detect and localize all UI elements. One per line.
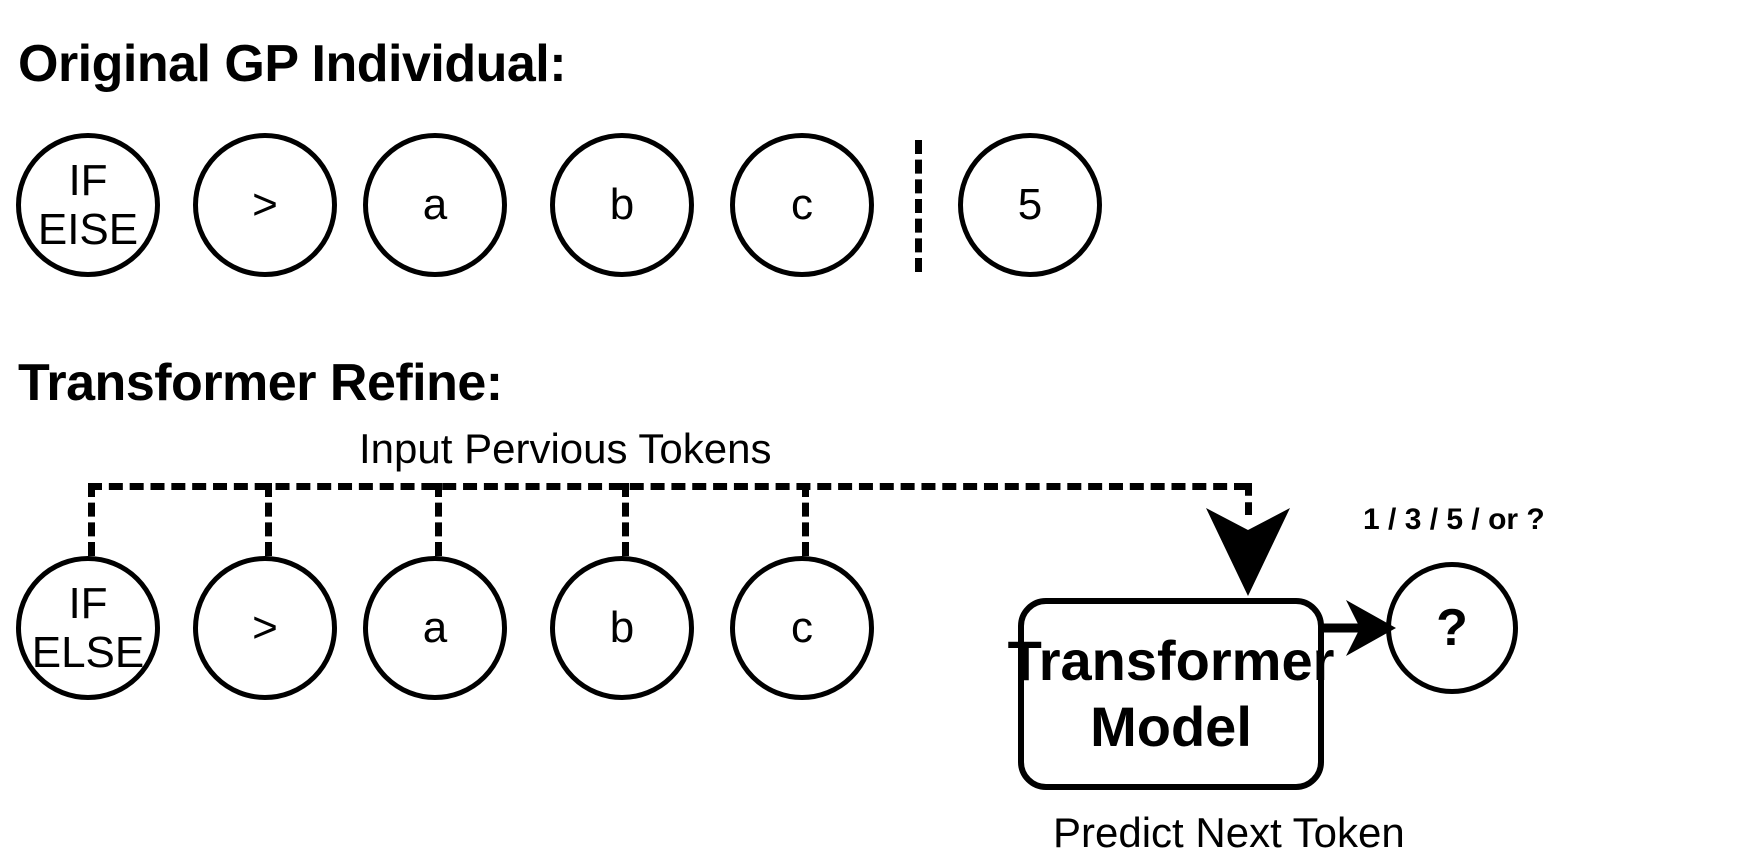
token-circle-refine-0-line2: ELSE (31, 628, 145, 677)
token-circle-original-2-label: a (422, 179, 448, 229)
token-circle-refine-1: > (193, 556, 337, 700)
dashed-divider-icon (915, 140, 922, 272)
token-circle-original-3-label: b (609, 179, 635, 229)
input-bus-down-line (1245, 483, 1252, 515)
token-circle-refine-0: IF ELSE (16, 556, 160, 700)
token-circle-refine-4: c (730, 556, 874, 700)
token-circle-original-1-label: > (252, 179, 278, 229)
token-circle-original-trailing-label: 5 (1017, 179, 1043, 229)
token-circle-refine-2: a (363, 556, 507, 700)
token-circle-original-0-label: IF EISE (38, 156, 138, 255)
output-options-label: 1 / 3 / 5 / or ? (1363, 503, 1545, 536)
transformer-model-box: Transformer Model (1008, 598, 1334, 790)
transformer-refine-heading: Transformer Refine: (18, 354, 503, 412)
token-circle-refine-4-label: c (791, 602, 813, 652)
token-circle-refine-2-label: a (422, 602, 448, 652)
token-circle-original-4-label: c (791, 179, 813, 229)
token-circle-refine-3-label: b (609, 602, 635, 652)
input-bus-horizontal-line (88, 483, 1248, 490)
token-circle-refine-3: b (550, 556, 694, 700)
input-drop-line-3 (622, 483, 629, 556)
token-circle-original-0: IF EISE (16, 133, 160, 277)
token-circle-original-0-line2: EISE (37, 205, 139, 254)
token-circle-original-trailing: 5 (958, 133, 1102, 277)
input-drop-line-0 (88, 483, 95, 556)
input-pervious-tokens-label: Input Pervious Tokens (359, 425, 772, 472)
token-circle-original-3: b (550, 133, 694, 277)
token-circle-original-1: > (193, 133, 337, 277)
token-circle-original-4: c (730, 133, 874, 277)
output-token-label: ? (1436, 598, 1468, 657)
transformer-model-box-line2: Model (1090, 695, 1252, 758)
predict-next-token-caption: Predict Next Token (1053, 809, 1405, 856)
output-token-circle: ? (1386, 562, 1518, 694)
token-circle-original-0-line1: IF (68, 155, 108, 205)
arrow-down-into-model-icon (1206, 508, 1290, 596)
token-circle-refine-0-line1: IF (68, 578, 108, 628)
token-circle-refine-0-label: IF ELSE (32, 579, 145, 678)
input-drop-line-4 (802, 483, 809, 556)
token-circle-original-2: a (363, 133, 507, 277)
input-drop-line-2 (435, 483, 442, 556)
transformer-model-box-line1: Transformer (1007, 628, 1335, 692)
original-gp-heading: Original GP Individual: (18, 35, 567, 93)
input-drop-line-1 (265, 483, 272, 556)
token-circle-refine-1-label: > (252, 602, 278, 652)
